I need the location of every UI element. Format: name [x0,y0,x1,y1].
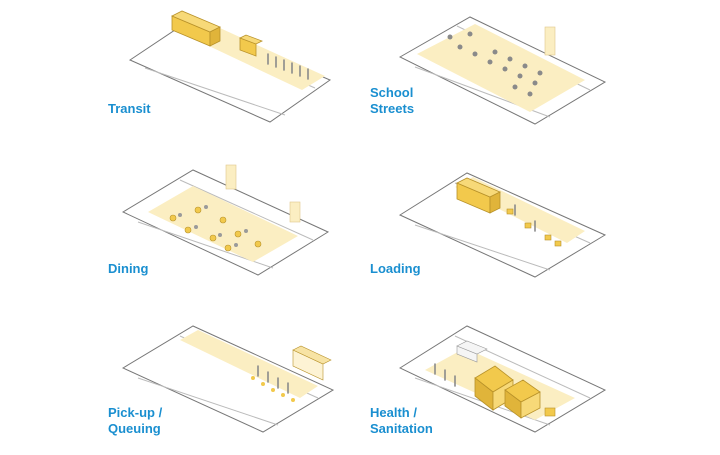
bus-icon [171,10,221,47]
label-line: Sanitation [370,421,433,436]
pickup-queuing-illustration [121,325,335,433]
distance-markers [251,376,295,402]
label-line: Health / [370,405,417,420]
label-line: Loading [370,261,421,276]
street-outline [398,172,607,278]
panel-label-loading: Loading [370,261,421,277]
table-icons [169,206,262,252]
handwash-station-icon [544,407,556,417]
label-line: Streets [370,101,415,116]
label-line: Transit [108,101,151,116]
hand-cart-icons [506,208,562,247]
children-figures [447,31,543,97]
menu-board [225,164,237,190]
queue-figures [257,365,289,394]
label-line: Pick-up / [108,405,163,420]
panel-label-pickup-queuing: Pick-up / Queuing [108,405,162,437]
label-line: Dining [108,261,149,276]
sign-panel [544,26,556,56]
label-line: Queuing [108,421,161,436]
transit-street-illustration [128,10,332,123]
queue-figures [434,363,456,387]
queue-figures [267,53,309,80]
diner-figures [178,205,248,247]
panel-label-transit: Transit [108,101,151,117]
worker-figures [514,204,536,232]
panel-label-school-streets: School Streets [370,85,414,117]
parked-car-icon [456,340,488,363]
school-streets-illustration [398,16,607,125]
pickup-canopy-icon [292,345,332,381]
tent-icon [504,379,541,419]
dining-illustration [121,164,330,276]
tent-icon [474,365,514,411]
menu-board [289,201,301,223]
label-line: School [370,85,414,100]
panel-label-dining: Dining [108,261,148,277]
health-sanitation-illustration [398,325,607,433]
queuing-zone [180,330,318,398]
panel-label-health-sanitation: Health / Sanitation [370,405,433,437]
bus-shelter-icon [239,34,263,57]
loading-illustration [398,172,607,278]
truck-icon [456,177,501,214]
